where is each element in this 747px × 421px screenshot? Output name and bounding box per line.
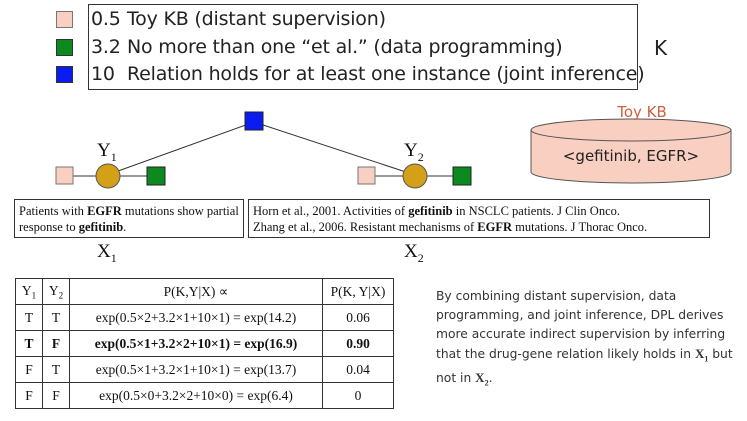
header-probability: P(K, Y|X) (322, 278, 394, 305)
cell-probability: 0 (322, 382, 394, 409)
table-row-highlighted: T F exp(0.5×1+3.2×2+10×1) = exp(16.9) 0.… (15, 330, 394, 357)
citation-horn: Horn et al., 2001. Activities of gefitin… (253, 204, 621, 218)
cell-formula: exp(0.5×1+3.2×1+10×1) = exp(13.7) (69, 356, 323, 383)
y2-label: Y2 (404, 140, 424, 164)
legend-item-data-programming: 3.2 No more than one “et al.” (data progr… (56, 35, 563, 59)
toy-kb-cylinder (530, 118, 732, 184)
y2-data-programming-factor (452, 166, 472, 186)
joint-inference-factor (244, 111, 264, 131)
legend-item-joint-inference: 10 Relation holds for at least one instan… (56, 62, 645, 86)
table-row: T T exp(0.5×2+3.2×1+10×1) = exp(14.2) 0.… (15, 304, 394, 331)
cell-probability: 0.06 (322, 304, 394, 331)
cell-formula: exp(0.5×1+3.2×2+10×1) = exp(16.9) (69, 330, 323, 357)
y1-distant-supervision-factor (55, 166, 74, 185)
toy-kb-title: Toy KB (617, 103, 667, 121)
header-y2: Y2 (42, 278, 70, 305)
legend-text: No more than one “et al.” (data programm… (127, 36, 563, 58)
k-label: K (654, 36, 668, 60)
blue-factor-swatch (56, 65, 73, 83)
y2-variable-node (402, 163, 428, 189)
pink-factor-swatch (56, 10, 73, 28)
table-header-row: Y1 Y2 P(K,Y|X) ∝ P(K, Y|X) (15, 278, 394, 305)
table-row: F F exp(0.5×0+3.2×2+10×0) = exp(6.4) 0 (15, 382, 394, 409)
edge-joint-y2 (253, 121, 416, 176)
description-text: By combining distant supervision, data p… (436, 289, 733, 388)
green-factor-swatch (56, 38, 73, 56)
probability-table: Y1 Y2 P(K,Y|X) ∝ P(K, Y|X) T T exp(0.5×2… (15, 278, 394, 409)
y1-variable-node (95, 163, 121, 189)
x2-label: X2 (404, 241, 424, 265)
cell-y2: T (42, 304, 70, 331)
y1-label: Y1 (97, 140, 117, 164)
cell-y2: T (42, 356, 70, 383)
header-formula: P(K,Y|X) ∝ (69, 278, 323, 305)
cell-y1: T (15, 304, 43, 331)
cell-probability: 0.04 (322, 356, 394, 383)
sentence-box-x1: Patients with EGFR mutations show partia… (14, 199, 244, 238)
cell-y1: T (15, 330, 43, 357)
edge-joint-y1 (106, 121, 255, 176)
legend-weight: 3.2 (91, 36, 121, 58)
cell-formula: exp(0.5×2+3.2×1+10×1) = exp(14.2) (69, 304, 323, 331)
header-y1: Y1 (15, 278, 43, 305)
citation-zhang: Zhang et al., 2006. Resistant mechanisms… (253, 220, 648, 234)
sentence-box-x2: Horn et al., 2001. Activities of gefitin… (248, 199, 710, 238)
y2-distant-supervision-factor (357, 166, 376, 185)
legend-text: Relation holds for at least one instance… (127, 63, 645, 85)
legend-weight: 0.5 (91, 8, 121, 30)
x1-label: X1 (97, 241, 117, 265)
toy-kb-value: <gefitinib, EGFR> (562, 147, 700, 165)
cell-y1: F (15, 356, 43, 383)
table-row: F T exp(0.5×1+3.2×1+10×1) = exp(13.7) 0.… (15, 356, 394, 383)
cell-formula: exp(0.5×0+3.2×2+10×0) = exp(6.4) (69, 382, 323, 409)
cell-y2: F (42, 382, 70, 409)
cell-y1: F (15, 382, 43, 409)
cell-probability: 0.90 (322, 330, 394, 357)
legend-item-distant-supervision: 0.5 Toy KB (distant supervision) (56, 7, 386, 31)
cell-y2: F (42, 330, 70, 357)
legend-weight: 10 (91, 63, 115, 85)
legend-text: Toy KB (distant supervision) (127, 8, 386, 30)
y1-data-programming-factor (146, 166, 166, 186)
legend-box (88, 4, 638, 90)
